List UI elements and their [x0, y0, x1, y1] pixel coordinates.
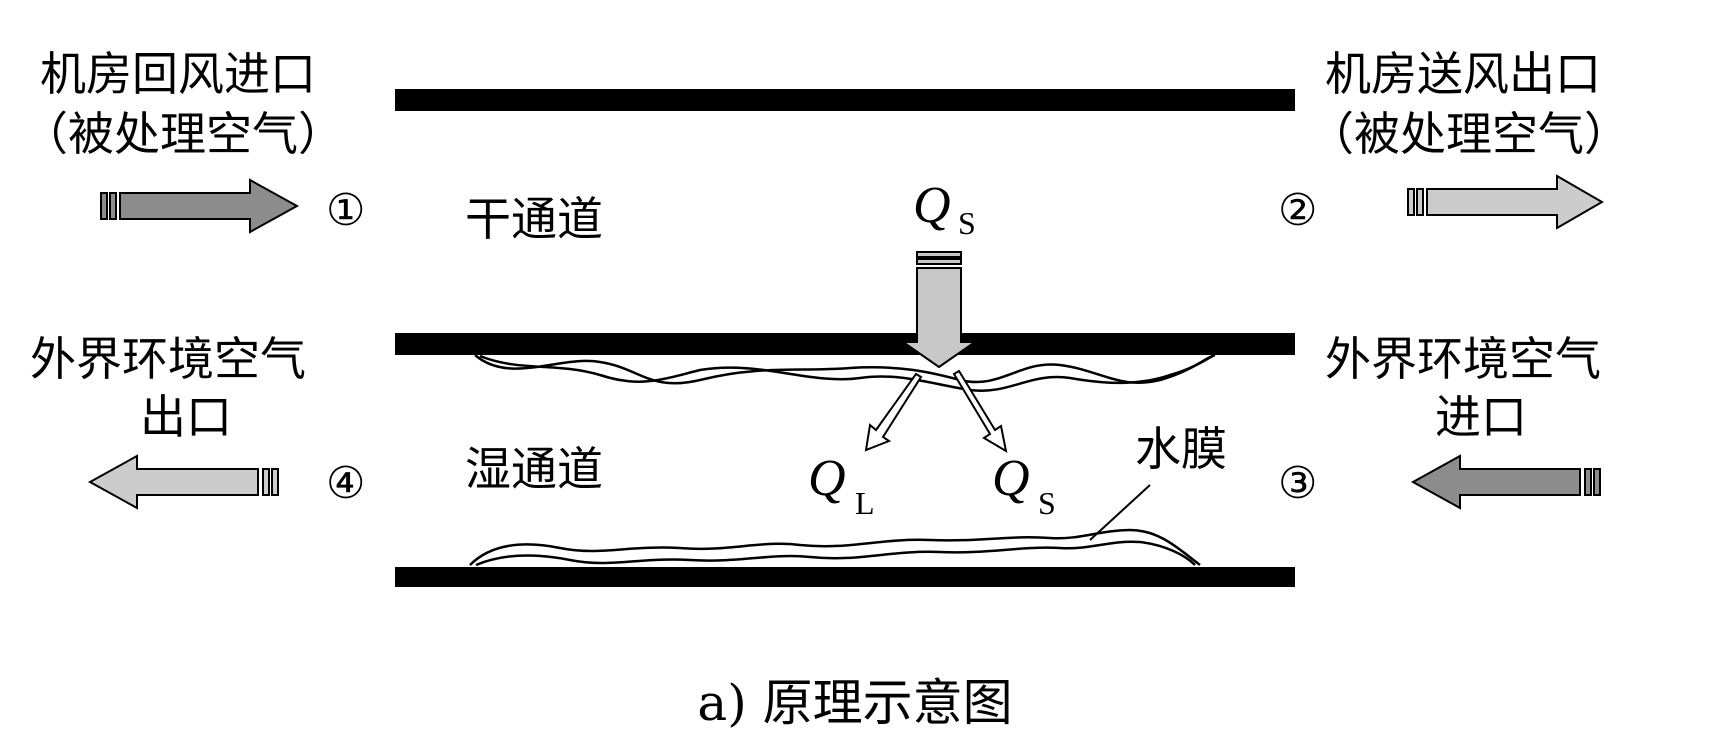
port-2-label: ②: [1278, 185, 1317, 236]
lower-water-film: [469, 528, 1201, 567]
sensible-heat-arrow: [952, 369, 1008, 454]
ql-letter: Q: [808, 450, 846, 507]
dry-channel-label: 干通道: [465, 192, 603, 246]
qs-top-subscript: S: [958, 205, 976, 241]
figure-caption: a) 原理示意图: [697, 674, 1012, 732]
outdoor-outlet-arrow: [87, 454, 279, 510]
outdoor-inlet-label-line1: 外界环境空气: [1325, 332, 1601, 386]
outlet-supply-arrow: [1407, 174, 1604, 230]
outdoor-outlet-label-line2: 出口: [140, 390, 232, 444]
port-3-label: ③: [1278, 458, 1317, 509]
outlet-supply-label-line2: （被处理空气）: [1308, 107, 1630, 161]
outdoor-inlet-label-line2: 进口: [1435, 390, 1527, 444]
inlet-return-label-line2: （被处理空气）: [22, 107, 344, 161]
water-film-leader: [1089, 484, 1151, 541]
qs-bottom-letter: Q: [992, 450, 1030, 507]
outdoor-inlet-arrow: [1410, 454, 1601, 510]
outlet-supply-label-line1: 机房送风出口: [1325, 47, 1601, 101]
heat-flow-arrow: [899, 251, 979, 369]
outdoor-outlet-label-line1: 外界环境空气: [30, 332, 306, 386]
port-4-label: ④: [326, 458, 365, 509]
inlet-return-arrow: [100, 178, 300, 234]
qs-top-letter: Q: [913, 177, 951, 234]
latent-heat-arrow: [864, 372, 923, 452]
water-film-label: 水膜: [1135, 422, 1227, 476]
port-1-label: ①: [326, 185, 365, 236]
upper-water-film: [474, 353, 1216, 392]
bottom-plate: [395, 567, 1295, 587]
middle-plate: [395, 333, 1295, 355]
qs-bottom-subscript: S: [1038, 485, 1056, 521]
top-plate: [395, 89, 1295, 111]
ql-subscript: L: [855, 485, 875, 521]
wet-channel-label: 湿通道: [465, 442, 603, 496]
inlet-return-label-line1: 机房回风进口: [40, 47, 316, 101]
